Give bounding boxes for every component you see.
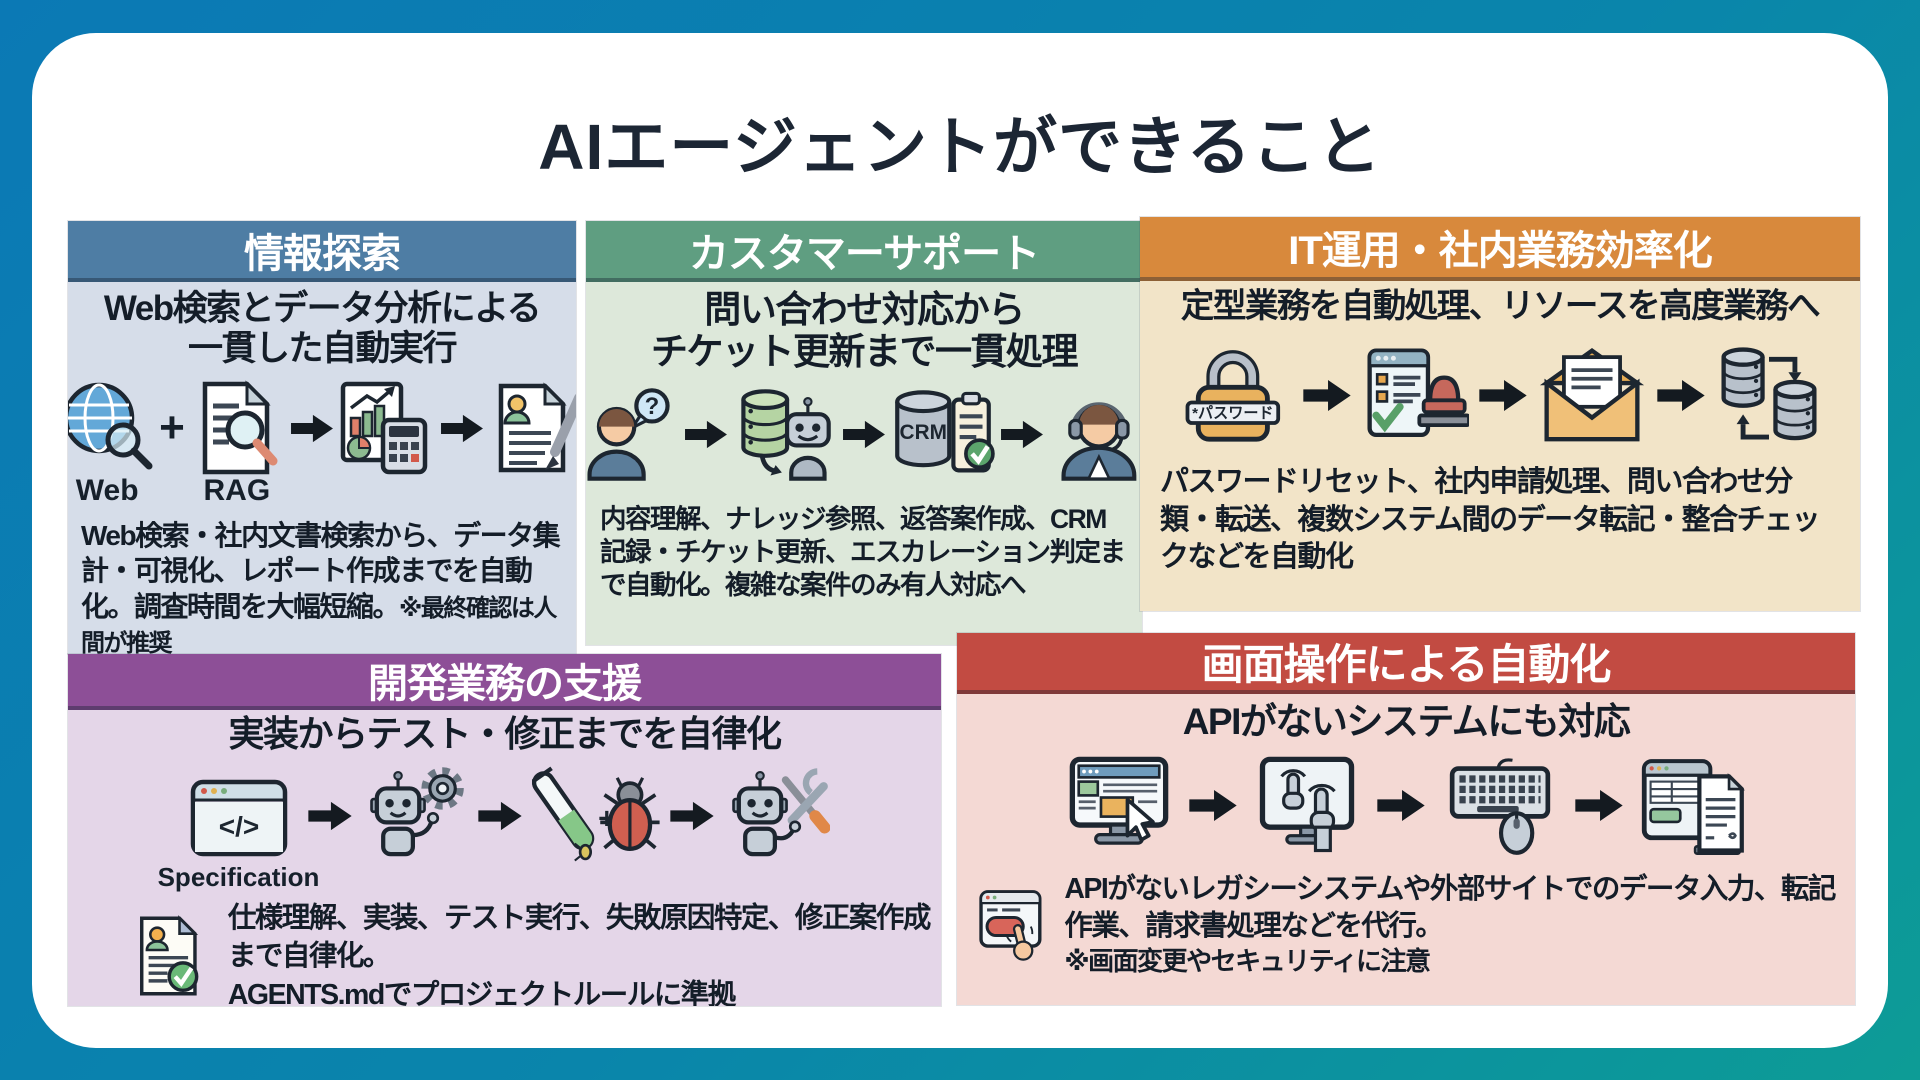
panel-research-subtitle: Web検索とデータ分析による 一貫した自動実行 xyxy=(103,289,542,368)
panel-research-flow: Web + RAG xyxy=(68,378,576,507)
panel-itops-flow: *パスワード xyxy=(1177,342,1823,450)
panel-support-desc: 内容理解、ナレッジ参照、返答案作成、CRM記録・チケット更新、エスカレーション判… xyxy=(600,503,1126,601)
panel-gui-descrow: APIがないレガシーシステムや外部サイトでのデータ入力、転記作業、請求書処理など… xyxy=(957,869,1855,981)
panel-dev-descrow: 仕様理解、実装、テスト実行、失敗原因特定、修正案作成まで自律化。 AGENTS.… xyxy=(68,899,941,1006)
panel-gui-header: 画面操作による自動化 xyxy=(957,633,1855,694)
crm-ticket-icon: CRM xyxy=(895,389,995,473)
browser-doc-icon xyxy=(1641,758,1745,855)
customer-question-icon: ? xyxy=(587,387,670,481)
flow-arrow-icon xyxy=(1001,420,1043,449)
approval-stamp-icon xyxy=(1367,348,1469,437)
robot-tools-icon xyxy=(731,767,830,856)
web-search: Web xyxy=(68,378,157,507)
doc-check-icon xyxy=(140,915,199,996)
globe-search-icon xyxy=(68,382,153,470)
panel-research-header: 情報探索 xyxy=(68,221,576,282)
panel-itops-desc: パスワードリセット、社内申請処理、問い合わせ分類・転送、複数システム間のデータ転… xyxy=(1160,465,1821,574)
analysis xyxy=(337,378,437,478)
button-click-icon xyxy=(979,889,1042,961)
panel-gui-flow xyxy=(1061,753,1751,859)
flow-arrow-icon xyxy=(1303,380,1351,412)
plus-connector: + xyxy=(159,403,185,453)
panel-dev-subtitle: 実装からテスト・修正までを自律化 xyxy=(228,713,782,754)
report-pencil-icon xyxy=(498,382,576,473)
panel-support-subtitle: 問い合わせ対応から チケット更新まで一貫処理 xyxy=(651,289,1079,372)
flow-arrow-icon xyxy=(440,414,483,442)
monitor-cursor-icon xyxy=(1069,756,1169,845)
panel-research-desc: Web検索・社内文書検索から、データ集計・可視化、レポート作成までを自動化。調査… xyxy=(68,518,576,654)
panel-support-body: 問い合わせ対応から チケット更新まで一貫処理 ? xyxy=(586,282,1142,645)
touch-screen-icon xyxy=(1259,756,1355,852)
knowledge-db-robot-icon xyxy=(741,388,831,481)
panel-dev-header: 開発業務の支援 xyxy=(68,654,941,710)
flow-arrow-icon xyxy=(1377,790,1425,822)
flow-arrow-icon xyxy=(290,414,333,442)
spec-label: Specification xyxy=(157,861,320,892)
page-title: AIエージェントができること xyxy=(538,111,1382,183)
mail-icon xyxy=(1539,347,1645,442)
flow-arrow-icon xyxy=(1479,380,1527,412)
panel-gui-body: APIがないシステムにも対応 xyxy=(957,694,1855,1005)
panel-research-note: ※最終確認は人間が推奨 xyxy=(81,594,557,654)
panel-itops-header: IT運用・社内業務効率化 xyxy=(1140,217,1860,281)
crm-label: CRM xyxy=(900,421,947,444)
panel-dev-body: 実装からテスト・修正までを自律化 </> Specification xyxy=(68,710,941,1006)
rag-label: RAG xyxy=(203,474,271,508)
flow-arrow-icon xyxy=(1575,790,1623,822)
flow-arrow-icon xyxy=(1189,790,1237,822)
flow-arrow-icon xyxy=(307,801,352,830)
panel-itops-subtitle: 定型業務を自動処理、リソースを高度業務へ xyxy=(1180,288,1821,325)
panel-gui-desc: APIがないレガシーシステムや外部サイトでのデータ入力、転記作業、請求書処理など… xyxy=(1064,872,1836,942)
flow-arrow-icon xyxy=(685,420,727,449)
panel-support-flow: ? xyxy=(586,383,1142,487)
specification: </> Specification xyxy=(158,766,319,892)
code-glyph: </> xyxy=(218,811,258,842)
robot-gear-icon xyxy=(369,766,464,856)
test-tube-bug-icon: + xyxy=(531,766,660,862)
panel-research: 情報探索 Web検索とデータ分析による 一貫した自動実行 Web xyxy=(68,221,576,654)
question-mark: ? xyxy=(645,393,660,420)
flow-arrow-icon xyxy=(843,420,885,449)
panel-dev-desc: 仕様理解、実装、テスト実行、失敗原因特定、修正案作成まで自律化。 AGENTS.… xyxy=(227,901,932,1006)
password-lock-icon: *パスワード xyxy=(1185,350,1281,442)
flow-arrow-icon xyxy=(1657,380,1705,412)
panel-itops-body: 定型業務を自動処理、リソースを高度業務へ *パスワード xyxy=(1140,281,1860,611)
web-label: Web xyxy=(75,474,139,508)
desc-text: Web検索・社内文書検索から、データ集計・可視化、レポート作成までを自動化。調査… xyxy=(81,520,561,622)
panel-gui-subtitle: APIがないシステムにも対応 xyxy=(1182,701,1631,742)
rag-document-icon xyxy=(202,380,278,475)
rag-search: RAG xyxy=(187,378,287,507)
panel-gui-note: ※画面変更やセキュリティに注意 xyxy=(1064,945,1431,976)
spec-window-icon: </> xyxy=(190,779,287,856)
panel-support-header: カスタマーサポート xyxy=(586,221,1142,282)
db-sync-icon xyxy=(1721,347,1817,441)
flow-arrow-icon xyxy=(477,801,522,830)
panel-dev-flow: </> Specification xyxy=(158,763,830,892)
panel-gui-automation: 画面操作による自動化 APIがないシステムにも対応 xyxy=(957,633,1855,1005)
panel-it-ops: IT運用・社内業務効率化 定型業務を自動処理、リソースを高度業務へ *パスワード xyxy=(1140,217,1860,611)
flow-arrow-icon xyxy=(669,801,714,830)
password-label: *パスワード xyxy=(1192,405,1273,422)
panel-customer-support: カスタマーサポート 問い合わせ対応から チケット更新まで一貫処理 ? xyxy=(586,221,1142,645)
support-agent-icon xyxy=(1061,401,1137,481)
panel-research-body: Web検索とデータ分析による 一貫した自動実行 Web + xyxy=(68,282,576,654)
panel-dev-support: 開発業務の支援 実装からテスト・修正までを自律化 </> Specificati… xyxy=(68,654,941,1006)
chart-calculator-icon xyxy=(340,381,428,475)
keyboard-mouse-icon xyxy=(1449,758,1551,855)
report xyxy=(487,378,576,478)
